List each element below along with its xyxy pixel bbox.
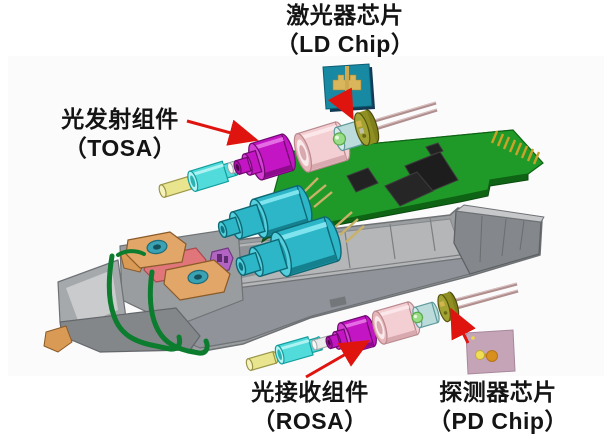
front-orange-wedge: [43, 325, 73, 353]
tosa-to-can: [353, 109, 380, 147]
arrow-ld-chip: [327, 87, 354, 121]
pd-chip-label-zh: 探测器芯片: [439, 379, 557, 405]
gold-fingers: [490, 130, 541, 165]
ic-chips: [346, 142, 459, 207]
pd-chip: [465, 329, 516, 375]
tosa-label: 光发射组件 （TOSA）: [38, 105, 202, 163]
rosa-pins: [451, 282, 519, 311]
screw-holes: [146, 239, 209, 285]
bail-latch: [106, 249, 210, 356]
rosa-barrel-pink: [371, 301, 421, 345]
arrow-rosa: [305, 340, 371, 379]
ld-chip-label: 激光器芯片 （LD Chip）: [240, 1, 450, 59]
rosa-label: 光接收组件 （ROSA）: [230, 378, 390, 436]
barrel-b: [235, 216, 342, 278]
tosa-assembly: [158, 101, 438, 199]
callout-arrows: [186, 87, 476, 379]
rosa-assembly: [245, 282, 519, 372]
rosa-label-zh: 光接收组件: [251, 379, 369, 405]
tosa-label-zh: 光发射组件: [61, 106, 179, 132]
pd-chip-label: 探测器芯片 （PD Chip）: [416, 378, 580, 436]
tosa-label-en: （TOSA）: [63, 135, 177, 161]
arrow-tosa: [186, 119, 259, 146]
arrow-pd-chip: [450, 307, 476, 344]
ld-chip-label-en: （LD Chip）: [275, 31, 415, 57]
rosa-label-en: （ROSA）: [252, 408, 368, 434]
tosa-pins: [370, 101, 438, 132]
pd-chip-label-en: （PD Chip）: [428, 408, 568, 434]
receptacle-barrels: [217, 177, 365, 278]
rosa-lens-cap: [411, 301, 440, 329]
ld-chip-label-zh: 激光器芯片: [286, 2, 404, 28]
front-end-assembly: [43, 227, 244, 356]
tosa-barrel-magenta: [233, 133, 296, 181]
barrel-a: [217, 184, 313, 240]
ld-chip: [322, 63, 375, 112]
